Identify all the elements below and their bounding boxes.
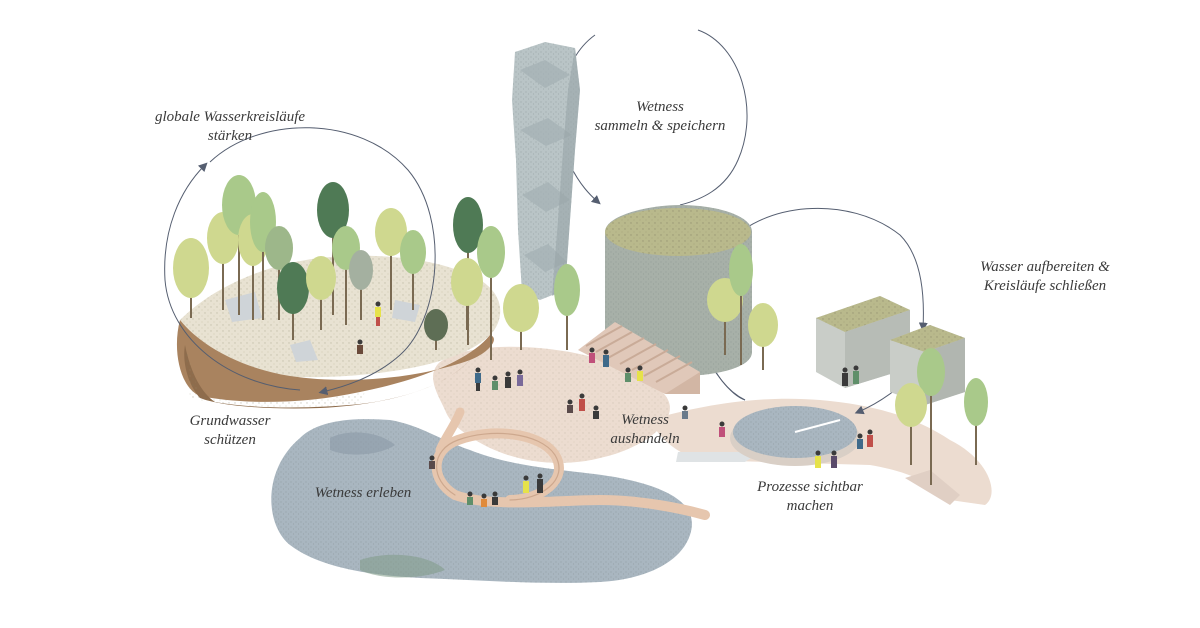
label-negotiate-wetness: Wetness aushandeln — [595, 411, 695, 449]
tree — [503, 284, 539, 350]
person — [842, 367, 848, 386]
label-line: Wetness — [621, 412, 669, 428]
person — [467, 491, 473, 505]
person — [853, 365, 859, 384]
person — [492, 491, 498, 505]
person — [579, 393, 585, 411]
tree — [729, 244, 753, 365]
label-line: Prozesse sichtbar — [757, 479, 863, 495]
tree — [477, 226, 505, 360]
label-line: sammeln & speichern — [594, 118, 726, 134]
tree — [895, 383, 927, 465]
person — [589, 347, 595, 363]
cycle-arrow-treat — [721, 207, 928, 332]
person — [375, 301, 381, 326]
label-line: schützen — [204, 432, 256, 448]
person — [682, 405, 688, 419]
person — [637, 365, 643, 381]
person — [357, 339, 363, 354]
cycle-arrow-global — [209, 127, 436, 396]
label-line: Wetness — [636, 99, 684, 115]
label-line: aushandeln — [610, 431, 680, 447]
tree — [349, 250, 373, 320]
tree — [277, 262, 309, 340]
people — [357, 301, 873, 507]
label-line: Grundwasser — [189, 413, 271, 429]
person — [593, 405, 599, 419]
label-line: Kreisläufe schließen — [983, 278, 1107, 294]
person — [517, 369, 523, 386]
person — [481, 493, 487, 507]
label-experience-wetness: Wetness erleben — [298, 484, 428, 503]
person — [719, 421, 725, 437]
boardwalk — [431, 407, 710, 520]
tree — [424, 309, 448, 350]
speckled-tower — [512, 42, 580, 300]
person — [831, 450, 837, 468]
label-processes-visible: Prozesse sichtbar machen — [735, 478, 885, 516]
tree — [917, 348, 945, 485]
tree — [306, 256, 336, 330]
cycle-arrow-collect — [679, 29, 748, 206]
amphitheatre-steps — [578, 322, 700, 394]
label-groundwater: Grundwasser schützen — [165, 412, 295, 450]
tree — [964, 378, 988, 465]
tree — [748, 303, 778, 370]
person — [475, 367, 481, 391]
person — [523, 475, 529, 493]
label-line: machen — [786, 498, 834, 514]
person — [603, 349, 609, 367]
label-line: globale Wasserkreisläufe — [154, 109, 306, 125]
person — [867, 429, 873, 447]
label-collect-store: Wetness sammeln & speichern — [580, 98, 740, 136]
trees — [173, 175, 988, 485]
tree — [375, 208, 407, 310]
person — [537, 473, 543, 493]
label-line: Wasser aufbereiten & — [980, 259, 1110, 275]
person — [492, 375, 498, 390]
person — [815, 450, 821, 468]
process-basin — [730, 406, 860, 466]
person — [429, 455, 435, 469]
person — [505, 371, 511, 388]
person — [857, 433, 863, 449]
person — [625, 367, 631, 382]
cycle-arrow-global-return — [164, 162, 301, 391]
treatment-cubes — [816, 296, 965, 405]
tree — [554, 264, 580, 350]
tree — [173, 238, 209, 318]
tree — [451, 258, 483, 330]
label-global-water-cycles: globale Wasserkreisläufe stärken — [130, 108, 330, 146]
label-line: Wetness erleben — [314, 485, 412, 501]
tree — [400, 230, 426, 310]
green-roof-tank — [605, 205, 752, 376]
label-treat-close-cycles: Wasser aufbereiten & Kreisläufe schließe… — [955, 258, 1135, 296]
person — [567, 399, 573, 413]
label-line: stärken — [207, 128, 253, 144]
